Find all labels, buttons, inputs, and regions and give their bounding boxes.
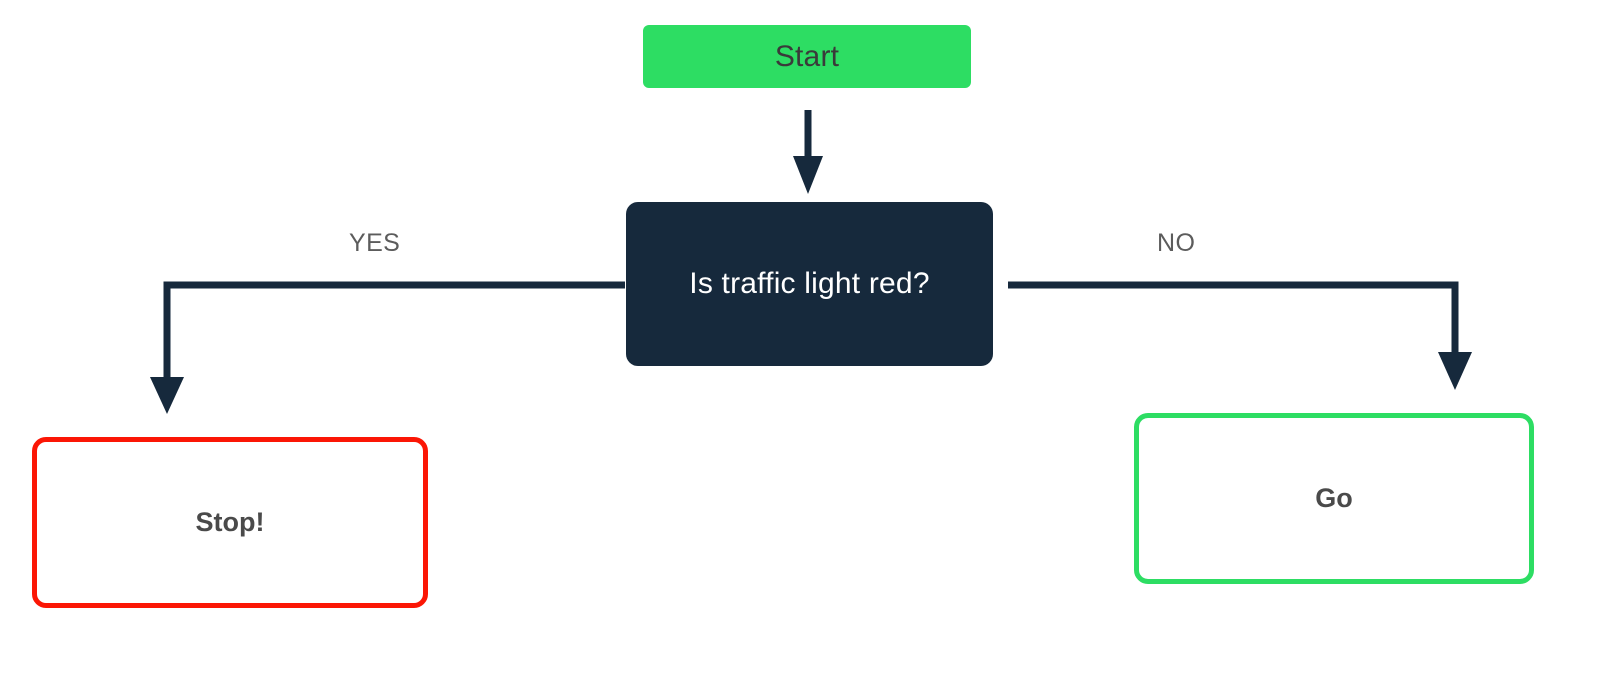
flowchart-node-go-label: Go (1315, 483, 1353, 513)
edge-label-no: NO (1157, 229, 1196, 257)
flowchart-node-go[interactable]: Go (1134, 413, 1534, 584)
edge-decision-to-stop (150, 281, 625, 414)
edge-start-to-decision (793, 110, 823, 194)
edge-decision-to-stop-arrowhead (150, 377, 184, 414)
edge-decision-to-go-arrowhead (1438, 352, 1472, 390)
edge-decision-to-stop-line (163, 281, 625, 380)
flowchart-node-start[interactable]: Start (643, 25, 971, 88)
flowchart-node-decision-label: Is traffic light red? (689, 267, 930, 300)
flowchart-node-decision[interactable]: Is traffic light red? (626, 202, 993, 366)
flowchart-node-start-label: Start (774, 39, 840, 73)
flowchart-node-stop[interactable]: Stop! (32, 437, 428, 608)
flowchart-node-stop-label: Stop! (195, 507, 265, 537)
edge-decision-to-go (1008, 281, 1472, 390)
edge-decision-to-go-line (1008, 281, 1459, 355)
edge-start-to-decision-arrowhead (793, 156, 823, 194)
edge-label-yes: YES (349, 229, 401, 257)
